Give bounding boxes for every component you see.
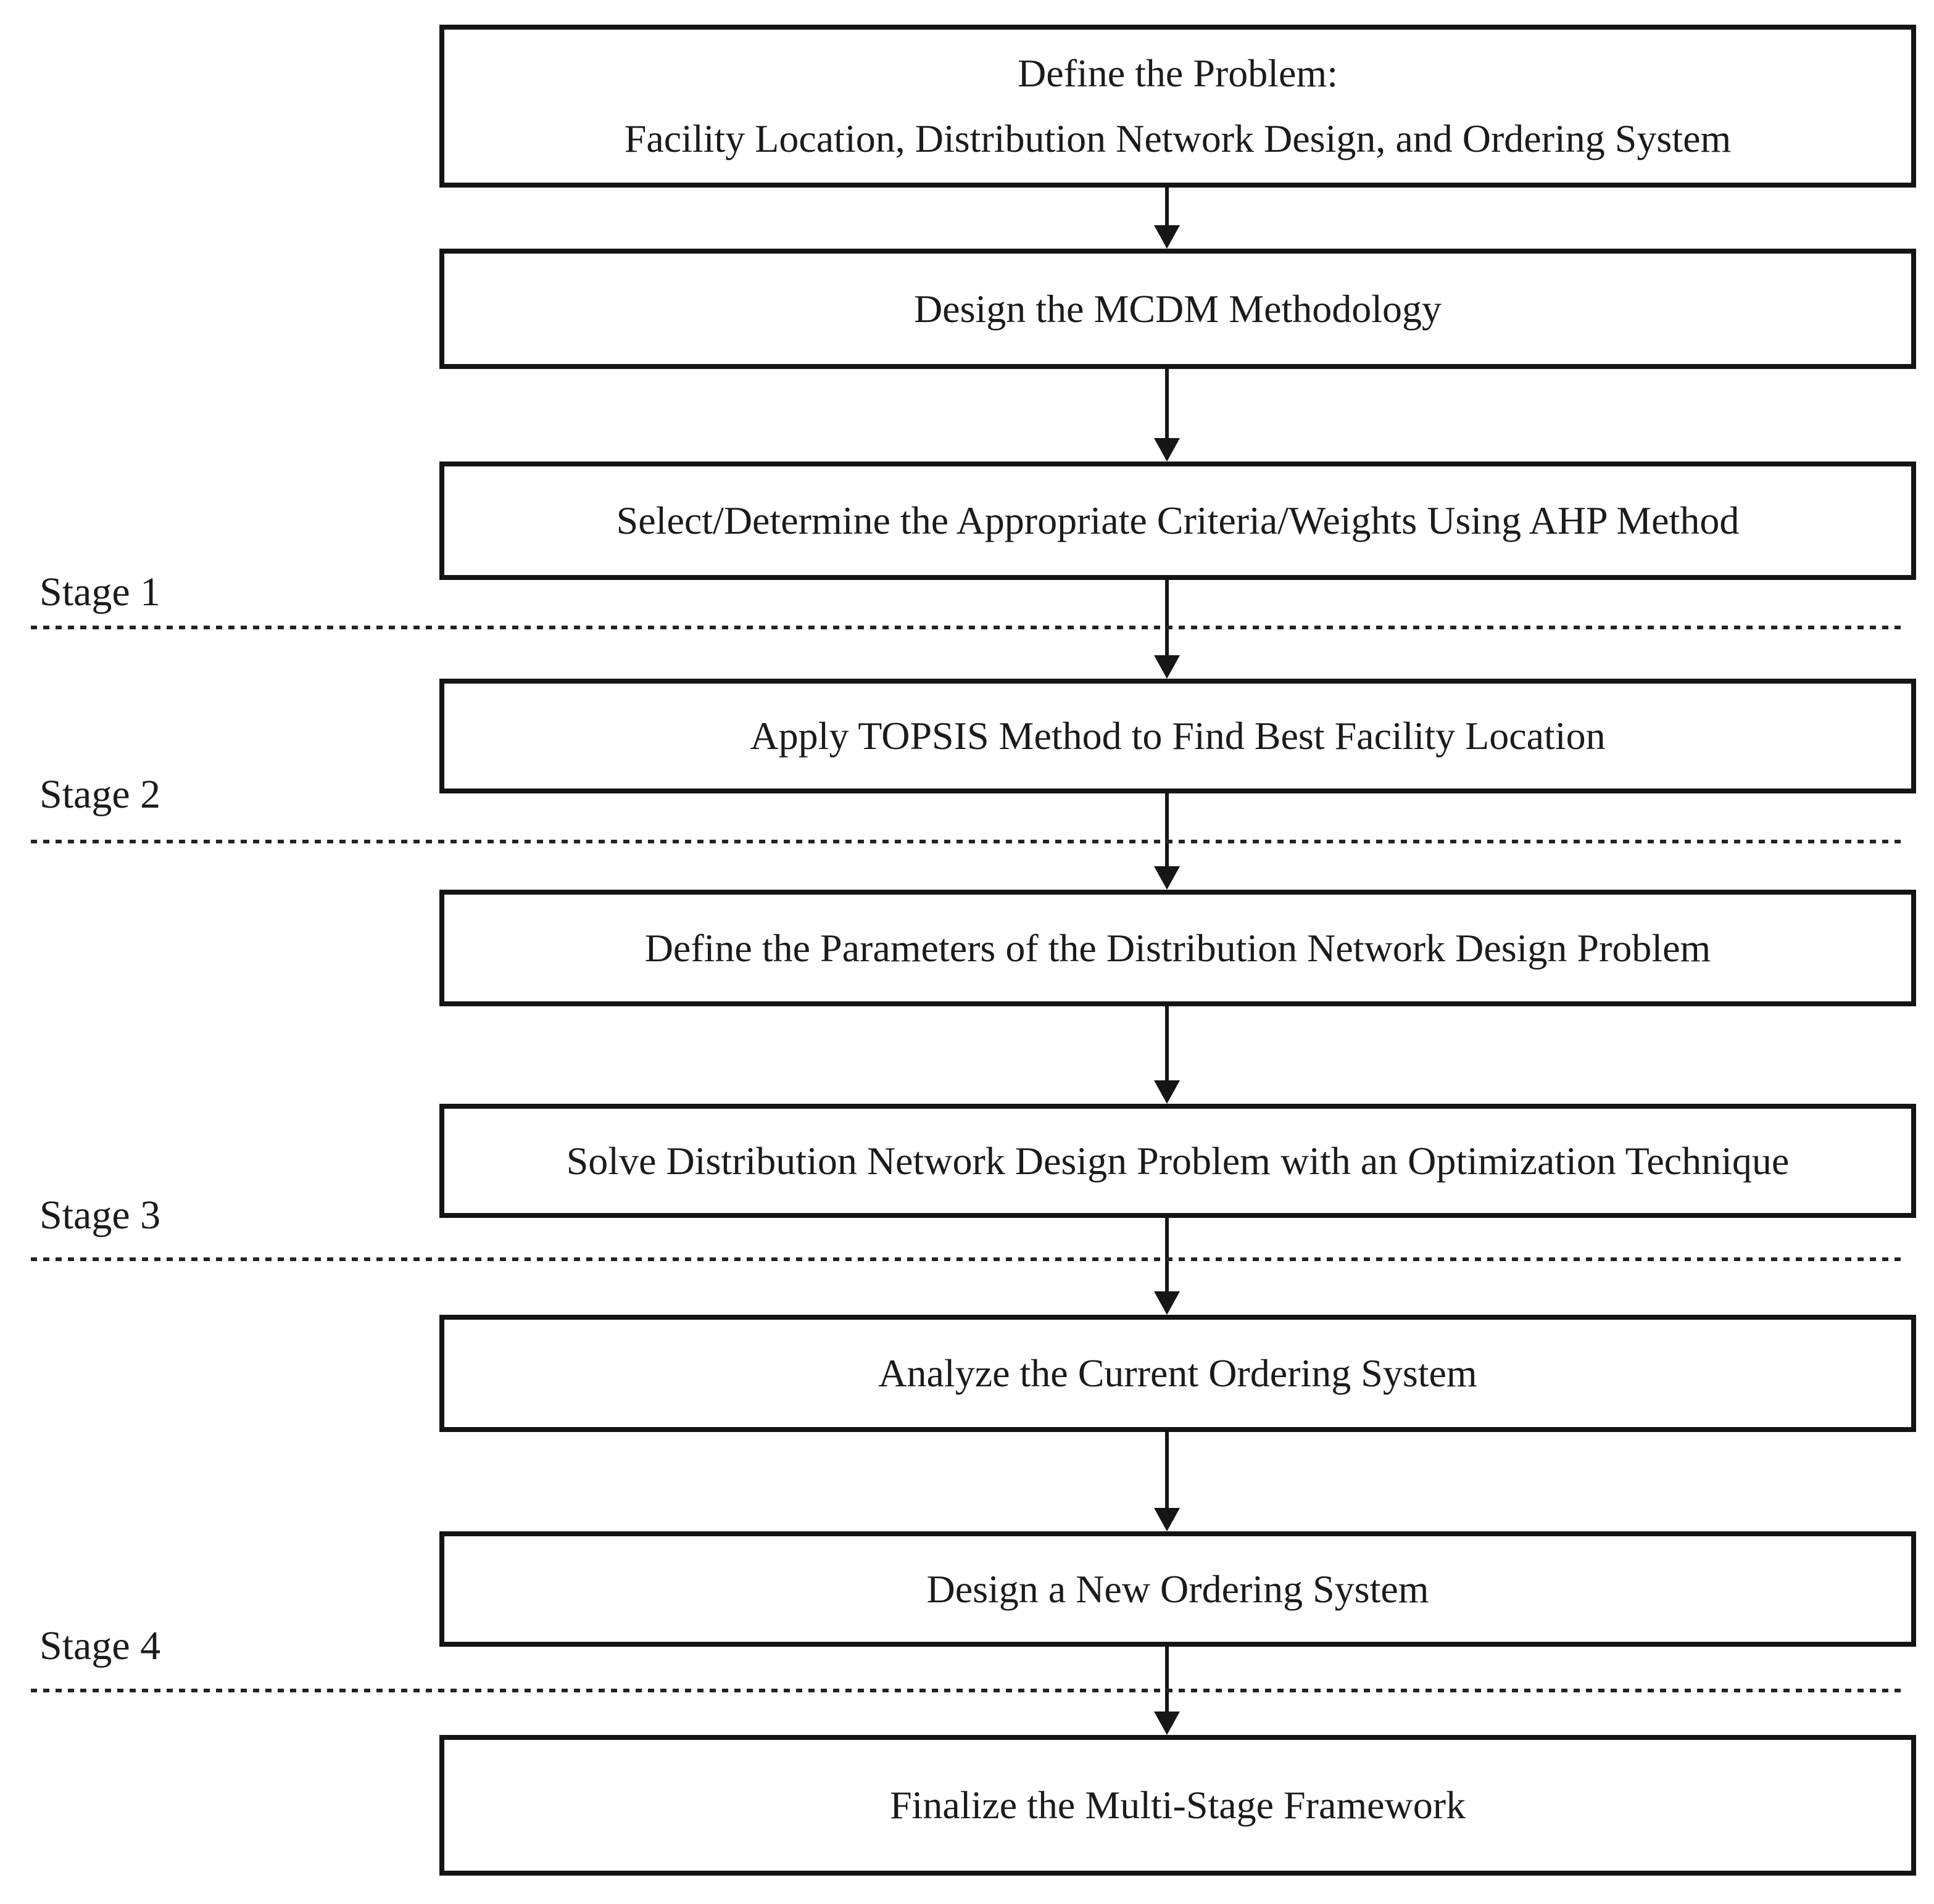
down-arrow-icon-1 xyxy=(1154,188,1180,249)
flow-box-apply-topsis: Apply TOPSIS Method to Find Best Facilit… xyxy=(439,679,1916,793)
flow-box-finalize-framework: Finalize the Multi-Stage Framework xyxy=(439,1735,1916,1876)
down-arrow-icon-7 xyxy=(1154,1432,1180,1531)
flow-box-label: Select/Determine the Appropriate Criteri… xyxy=(616,499,1740,542)
down-arrow-icon-6 xyxy=(1154,1218,1180,1315)
stage-separator-2 xyxy=(31,840,1904,843)
down-arrow-icon-4 xyxy=(1154,793,1180,890)
flow-box-select-criteria-ahp: Select/Determine the Appropriate Criteri… xyxy=(439,462,1916,580)
flow-box-define-problem-subtitle: Facility Location, Distribution Network … xyxy=(624,117,1732,160)
down-arrow-icon-5 xyxy=(1154,1006,1180,1104)
flow-box-label: Finalize the Multi-Stage Framework xyxy=(889,1783,1466,1827)
stage-label-3: Stage 3 xyxy=(39,1193,161,1238)
flow-box-analyze-ordering-system: Analyze the Current Ordering System xyxy=(439,1315,1916,1432)
stage-separator-4 xyxy=(31,1689,1904,1692)
down-arrow-icon-2 xyxy=(1154,369,1180,462)
stage-label-1: Stage 1 xyxy=(39,569,161,615)
down-arrow-icon-8 xyxy=(1154,1647,1180,1735)
stage-separator-1 xyxy=(31,626,1904,629)
flow-box-label: Apply TOPSIS Method to Find Best Facilit… xyxy=(750,714,1606,758)
flow-box-define-network-parameters: Define the Parameters of the Distributio… xyxy=(439,890,1916,1006)
flow-box-define-problem-title: Define the Problem: xyxy=(1018,51,1338,95)
stage-label-2: Stage 2 xyxy=(39,772,161,817)
flow-box-define-problem: Define the Problem: Facility Location, D… xyxy=(439,25,1916,188)
down-arrow-icon-3 xyxy=(1154,580,1180,679)
flow-box-design-new-ordering-system: Design a New Ordering System xyxy=(439,1531,1916,1647)
flow-box-label: Define the Parameters of the Distributio… xyxy=(644,925,1711,970)
flow-box-label: Design a New Ordering System xyxy=(926,1567,1429,1611)
flow-box-design-mcdm-methodology: Design the MCDM Methodology xyxy=(439,249,1916,369)
flow-box-label: Design the MCDM Methodology xyxy=(913,286,1442,331)
stage-label-4: Stage 4 xyxy=(39,1623,161,1668)
flow-box-label: Solve Distribution Network Design Proble… xyxy=(566,1138,1790,1183)
flow-box-solve-network-design: Solve Distribution Network Design Proble… xyxy=(439,1104,1916,1218)
stage-separator-3 xyxy=(31,1257,1904,1261)
flow-box-label: Analyze the Current Ordering System xyxy=(878,1351,1477,1395)
